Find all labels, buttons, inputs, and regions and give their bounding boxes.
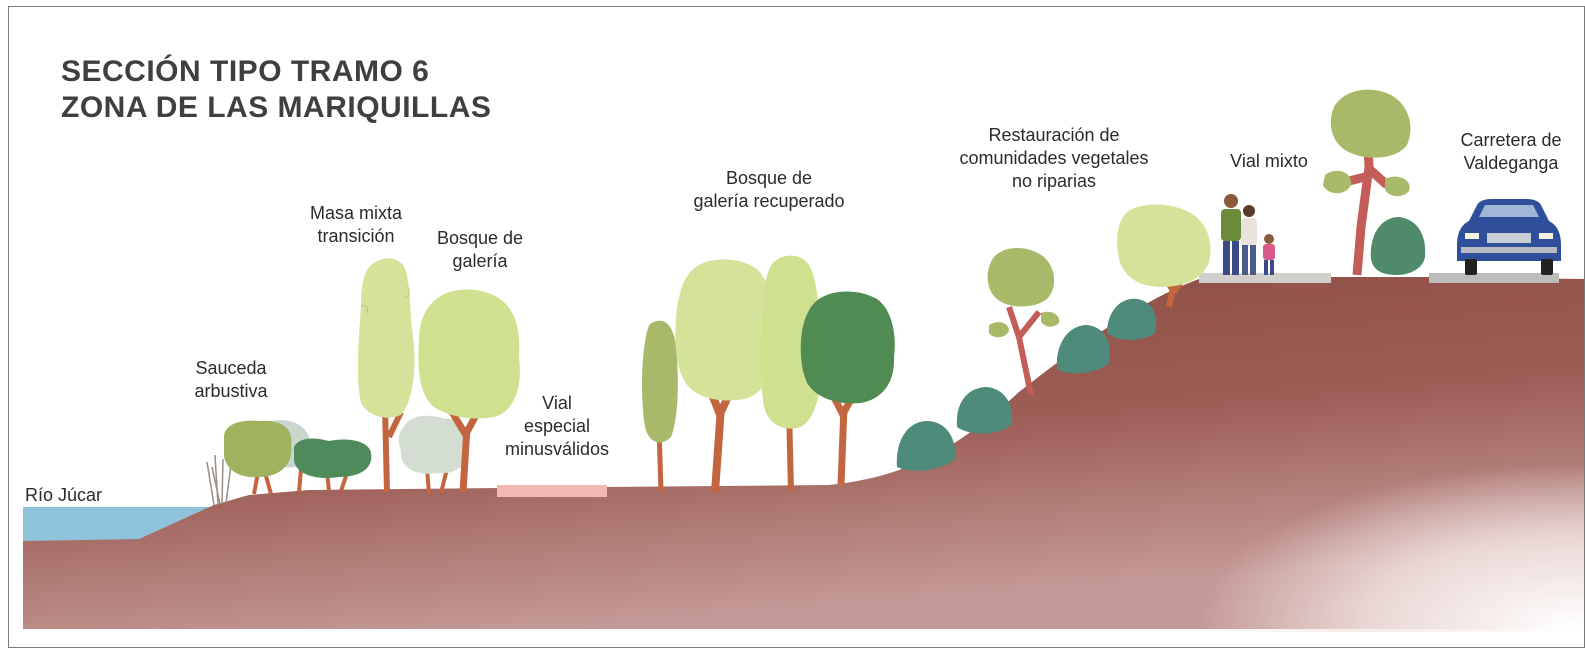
title-line-1: SECCIÓN TIPO TRAMO 6 bbox=[61, 55, 430, 88]
reeds bbox=[206, 454, 232, 506]
vial-mixto-surface bbox=[1199, 273, 1331, 283]
restauracion-trees bbox=[987, 204, 1211, 396]
masa-mixta-tree bbox=[357, 258, 415, 493]
label-vial-mixto: Vial mixto bbox=[1230, 151, 1308, 171]
roadside-tree bbox=[1323, 89, 1426, 276]
bosque-galeria-tree bbox=[418, 289, 520, 493]
title-line-2: ZONA DE LAS MARIQUILLAS bbox=[61, 91, 492, 124]
cross-section-illustration bbox=[23, 89, 1584, 632]
grey-shrub bbox=[398, 415, 468, 494]
sauceda-arbustiva-shrubs bbox=[223, 420, 372, 495]
slope-shrubs bbox=[896, 298, 1157, 471]
carretera-surface bbox=[1429, 273, 1559, 283]
car bbox=[1457, 199, 1561, 275]
diagram-frame: SECCIÓN TIPO TRAMO 6 ZONA DE LAS MARIQUI… bbox=[8, 6, 1585, 648]
vial-especial-surface bbox=[497, 485, 607, 497]
label-rio-jucar: Río Júcar bbox=[25, 485, 103, 505]
ground-fade bbox=[909, 337, 1584, 632]
bosque-recuperado-trees bbox=[642, 255, 895, 493]
pedestrians bbox=[1221, 194, 1275, 275]
